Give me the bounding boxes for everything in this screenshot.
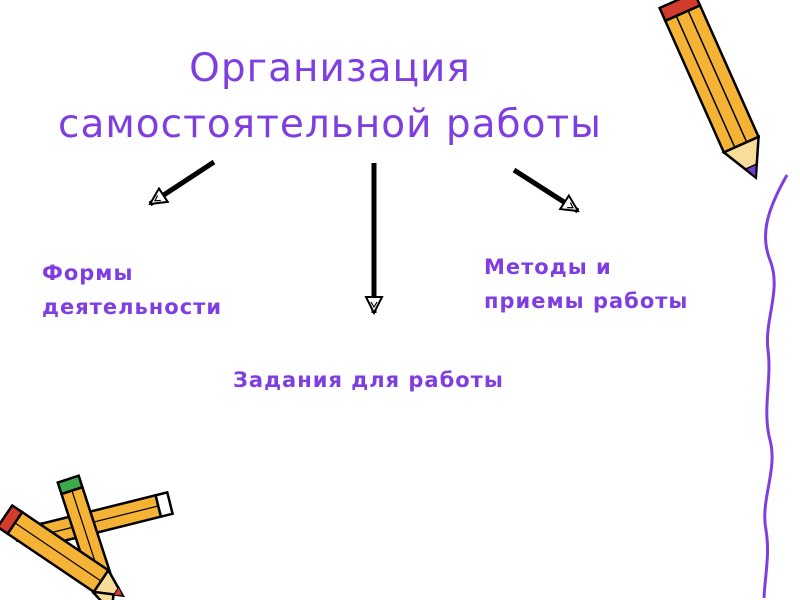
pencil-icon <box>660 0 774 185</box>
title-line-2: самостоятельной работы <box>40 100 620 150</box>
title-line-1: Организация <box>40 44 620 94</box>
arrow-left <box>150 162 214 204</box>
branch-left-line-1: Формы <box>42 257 133 290</box>
branch-right-line-1: Методы и <box>484 251 612 284</box>
branch-center: Задания для работы <box>233 364 504 397</box>
wavy-line <box>764 175 787 598</box>
branch-right-line-2: приемы работы <box>484 285 688 318</box>
branch-left-line-2: деятельности <box>42 291 222 324</box>
pencils-icon <box>0 476 173 600</box>
arrow-right <box>514 170 578 211</box>
